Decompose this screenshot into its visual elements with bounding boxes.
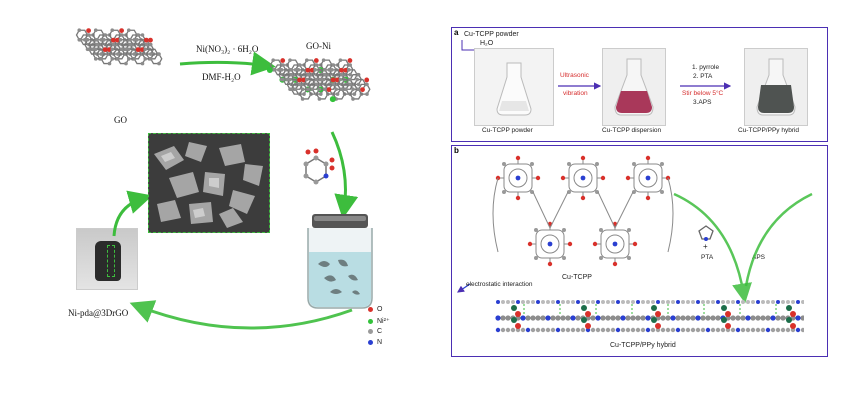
oxygen-dot-icon: [368, 307, 373, 312]
arrow2-line3: Stir below 5°C: [682, 90, 724, 97]
product-label: Ni-pda@3DrGO: [68, 308, 129, 318]
panel-b: b Cu-TCPP + PTA APS electrostatic intera…: [451, 145, 828, 357]
photo-hybrid: [744, 48, 808, 126]
reaction-vessel: [307, 214, 373, 309]
reaction-reagent-bottom: DMF-H₂O: [202, 72, 241, 82]
carbon-dot-icon: [368, 329, 373, 334]
caption-dispersion: Cu-TCPP dispersion: [602, 127, 662, 134]
reaction-reagent-top: Ni(NO₃)₂ · 6H₂O: [196, 44, 259, 54]
legend-o: O: [368, 306, 382, 313]
left-scheme: GO Ni(NO₃)₂ · 6H₂O DMF-H₂O GO-Ni: [68, 28, 418, 356]
reagent-line1: Cu-TCPP powder: [464, 31, 519, 38]
reaction-arrow: [179, 51, 276, 76]
pta-label: PTA: [701, 254, 714, 261]
panel-a-tag: a: [454, 28, 459, 37]
down-arrow: [330, 131, 358, 219]
arrow2-line1: 1. pyrrole: [692, 64, 720, 71]
up-arrow: [112, 190, 153, 237]
ligand-molecule: [303, 148, 335, 185]
panel-b-tag: b: [454, 146, 459, 155]
framework-label: Cu-TCPP: [562, 274, 592, 281]
sem-image: [148, 133, 270, 233]
nickel-dot-icon: [368, 318, 373, 324]
photo-powder: [474, 48, 554, 126]
go-ni-molecule: [266, 58, 371, 103]
legend-n: N: [368, 339, 382, 346]
hybrid-structure: [495, 300, 804, 333]
legend-c: C: [368, 328, 382, 335]
combine-arrows: [673, 192, 813, 304]
cu-tcpp-framework: [492, 155, 674, 267]
caption-hybrid: Cu-TCPP/PPy hybrid: [738, 127, 800, 134]
arrow-ultrasonic: [558, 82, 602, 90]
legend-ni: Ni²⁺: [368, 317, 390, 325]
arrow-polymerize: [680, 82, 732, 90]
go-molecule: [75, 28, 163, 66]
arrow2-line4: 3.APS: [693, 99, 712, 106]
go-label: GO: [114, 115, 127, 125]
interaction-arrow: [457, 283, 471, 293]
interaction-label: electrostatic interaction: [466, 281, 533, 288]
panel-a: a Cu-TCPP powder H₂O Cu-TCPP powder Ultr…: [451, 27, 828, 142]
caption-powder: Cu-TCPP powder: [482, 127, 533, 134]
return-arrow: [129, 300, 353, 330]
arrow1-line1: Ultrasonic: [560, 72, 589, 79]
product-photo: [76, 228, 138, 290]
atom-legend: O Ni²⁺ C N: [368, 306, 418, 356]
arrow2-line2: 2. PTA: [693, 73, 713, 80]
hybrid-label: Cu-TCPP/PPy hybrid: [610, 342, 676, 349]
nitrogen-dot-icon: [368, 340, 373, 345]
aps-label: APS: [752, 254, 766, 261]
plus-sign: +: [703, 242, 708, 251]
reagent-line2: H₂O: [480, 40, 494, 47]
go-ni-label: GO-Ni: [306, 41, 331, 51]
pta-molecule: [698, 225, 714, 241]
photo-dispersion: [602, 48, 666, 126]
arrow1-line2: vibration: [563, 90, 588, 97]
